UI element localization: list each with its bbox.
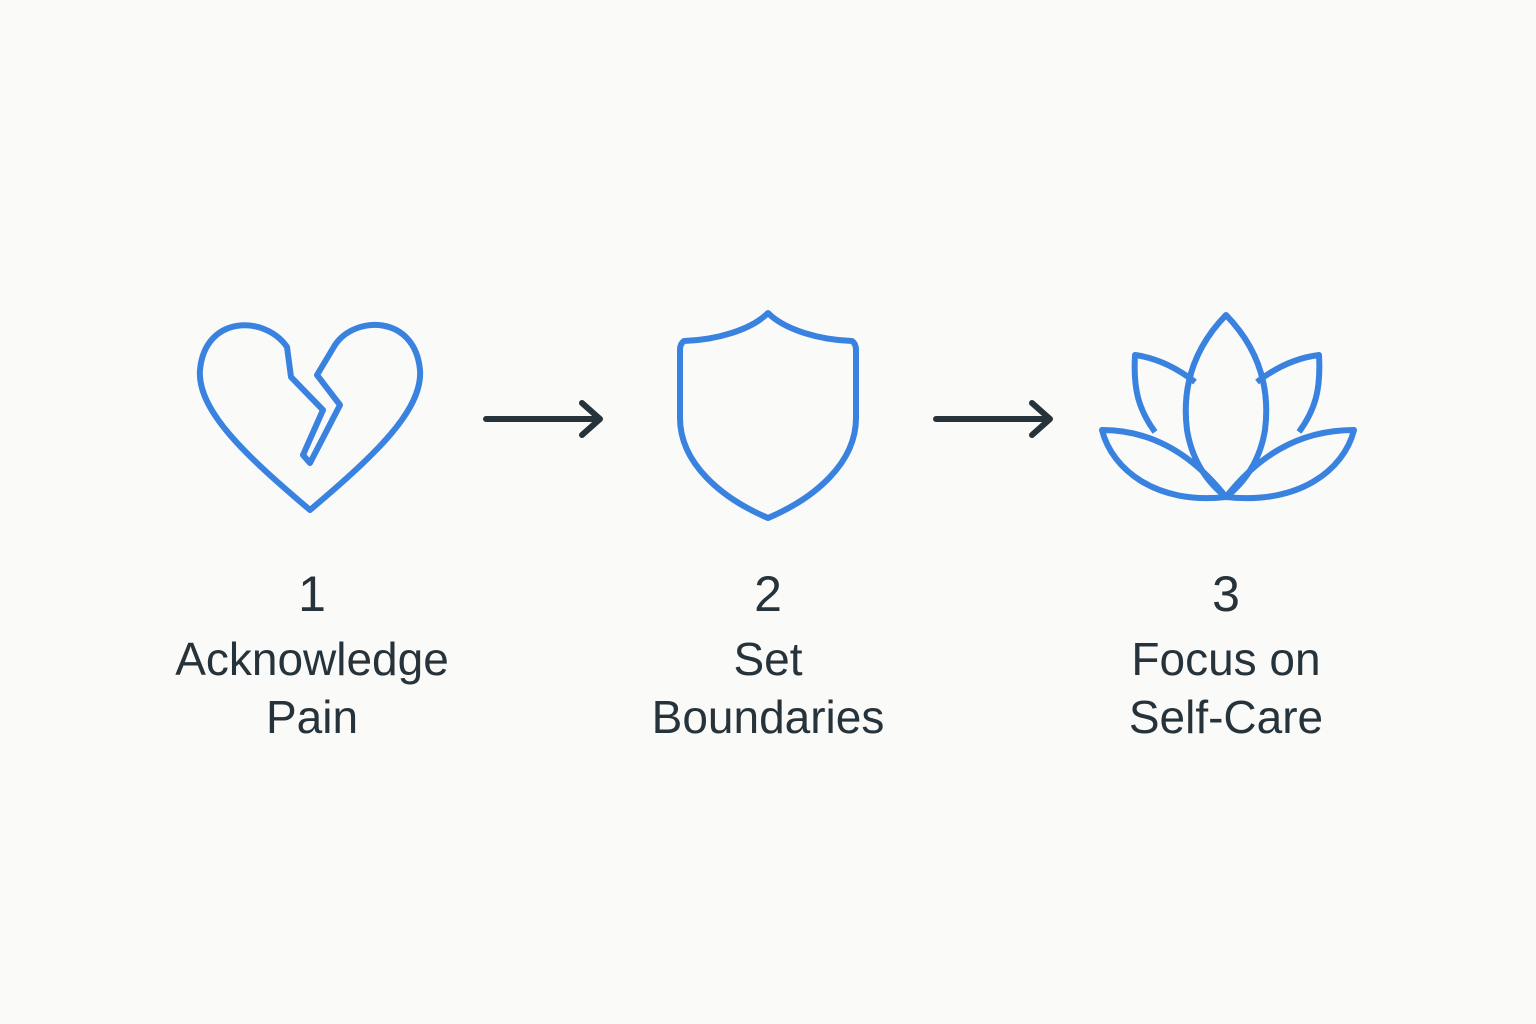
step-title-line: Pain [265,691,359,743]
step-1-label: 1 Acknowledge Pain [102,562,522,746]
arrow-right-icon [482,400,607,445]
step-number: 3 [1212,566,1240,622]
step-3-label: 3 Focus on Self-Care [1016,562,1436,746]
step-title-line: Acknowledge [175,633,449,685]
lotus-icon [1097,310,1359,505]
step-title-line: Set [733,633,803,685]
step-number: 1 [298,566,326,622]
step-title-line: Focus on [1131,633,1321,685]
shield-icon [676,308,861,523]
step-2-label: 2 Set Boundaries [558,562,978,746]
step-title-line: Boundaries [651,691,885,743]
broken-heart-icon [195,315,425,515]
step-number: 2 [754,566,782,622]
step-title-line: Self-Care [1128,691,1324,743]
arrow-right-icon [932,400,1057,445]
